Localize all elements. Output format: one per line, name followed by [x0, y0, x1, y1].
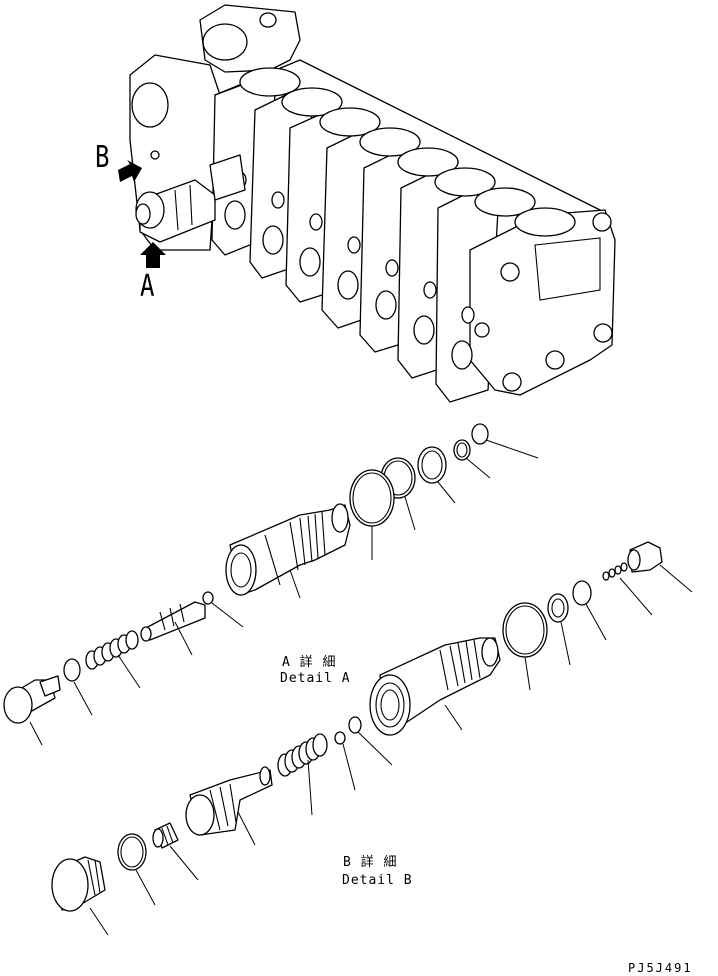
detail-b-oring-1: [572, 580, 607, 641]
detail-a-title-en: Detail A: [280, 671, 351, 686]
detail-a-spring: [85, 630, 141, 689]
detail-a-poppet: [140, 601, 206, 656]
detail-b-oring-3: [502, 602, 548, 691]
view-a-arrow: [140, 242, 166, 268]
detail-b-title-en: Detail B: [342, 873, 413, 888]
view-b-label: B: [95, 140, 110, 175]
detail-a-oring-5: [349, 469, 395, 560]
detail-b-oring-4: [117, 833, 156, 906]
detail-b-valve-cartridge: [369, 637, 501, 736]
detail-a-plug: [3, 675, 61, 746]
detail-b-bolt: [627, 541, 693, 593]
detail-b-seal-2: [334, 731, 356, 791]
detail-a-valve-cartridge: [225, 503, 351, 599]
view-a-label: A: [140, 269, 155, 304]
view-b-arrow: [118, 160, 142, 182]
detail-a-title-jp: A 詳 細: [282, 655, 337, 670]
detail-a-oring-1: [471, 423, 539, 459]
detail-b-piston: [185, 766, 273, 846]
detail-a-oring-3: [417, 446, 456, 504]
detail-b-exploded-view: [51, 541, 693, 936]
detail-a-exploded-view: [3, 423, 539, 746]
detail-b-title-jp: B 詳 細: [343, 855, 398, 870]
detail-a-washer: [63, 658, 93, 716]
detail-b-oring-2: [547, 593, 571, 666]
drawing-code: PJ5J491: [628, 961, 693, 975]
detail-b-sleeve: [152, 822, 199, 881]
detail-b-seal-1: [348, 716, 393, 766]
control-valve-body: [129, 4, 616, 403]
detail-b-small-spring: [602, 562, 653, 616]
detail-b-spring: [277, 733, 328, 816]
detail-b-plug: [51, 856, 109, 936]
detail-a-ball: [202, 591, 244, 628]
detail-a-oring-2: [453, 439, 491, 479]
